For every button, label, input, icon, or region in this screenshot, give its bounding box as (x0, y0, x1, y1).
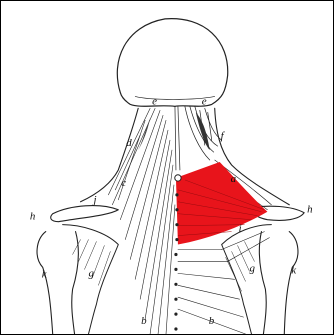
neck-left-outline (81, 108, 139, 201)
label-k-left: k (42, 268, 47, 280)
label-b-right: b (209, 315, 215, 327)
label-e-right: e (202, 95, 207, 107)
right-scapula (222, 225, 272, 334)
label-d: d (126, 137, 132, 149)
label-i: i (239, 223, 242, 235)
label-c: c (121, 177, 126, 189)
left-clavicle (51, 206, 119, 222)
skull (117, 19, 227, 107)
label-h-left: h (30, 211, 35, 223)
right-humerus (259, 232, 298, 334)
label-g-right: g (250, 262, 256, 274)
label-e-left: e (152, 95, 157, 107)
label-b-left: b (141, 315, 147, 327)
label-k-right: k (291, 264, 296, 276)
left-humerus (37, 232, 78, 334)
label-f: f (221, 130, 226, 142)
label-h-right: h (307, 204, 312, 216)
label-g-left: g (88, 267, 94, 279)
label-a: a (231, 173, 237, 185)
